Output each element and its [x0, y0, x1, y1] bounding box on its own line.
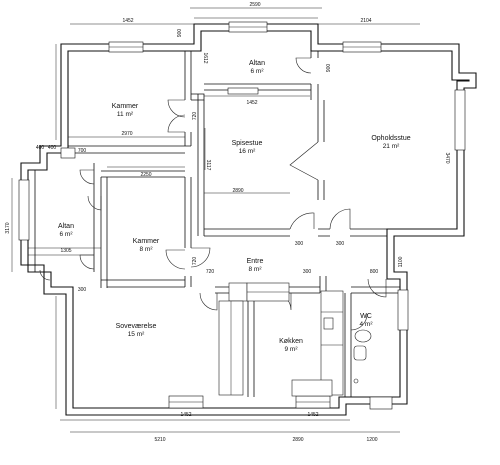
dimension-label: 2890	[292, 437, 303, 443]
dimension-label: 1452	[122, 18, 133, 24]
dimension-label: 2104	[360, 18, 371, 24]
dimension-label: 400	[36, 145, 45, 151]
room-name: Entre	[247, 258, 264, 265]
dimension-lines	[11, 7, 420, 433]
dimension-labels: 1452 2590 2104 1612 900 2970 1452 720 31…	[5, 2, 450, 443]
dimension-label: 720	[206, 269, 215, 275]
dimension-label: 1200	[366, 437, 377, 443]
room-area: 8 m²	[140, 246, 154, 253]
dimension-label: 720	[192, 257, 198, 266]
outer-walls	[20, 17, 477, 421]
room-name: Altan	[58, 223, 74, 230]
dimension-label: 300	[78, 287, 87, 293]
room-area: 8 m²	[249, 266, 263, 273]
dimension-label: 1305	[60, 248, 71, 254]
dimension-label: 2590	[249, 2, 260, 8]
dimension-label: 900	[177, 29, 183, 38]
room-area: 15 m²	[128, 331, 145, 338]
dimension-label: 700	[78, 148, 87, 154]
room-name: Soveværelse	[116, 323, 157, 330]
dimension-label: 800	[370, 269, 379, 275]
room-area: 6 m²	[251, 68, 265, 75]
dimension-label: 1452	[307, 412, 318, 418]
room-area: 21 m²	[383, 143, 400, 150]
dimension-label: 900	[326, 64, 332, 73]
dimension-label: 400	[48, 145, 57, 151]
room-name: Altan	[249, 60, 265, 67]
room-area: 16 m²	[239, 148, 256, 155]
room-area: 9 m²	[285, 346, 299, 353]
room-name: Spisestue	[232, 140, 263, 147]
dimension-label: 300	[295, 241, 304, 247]
room-name: WC	[360, 313, 372, 320]
dimension-label: 1612	[202, 52, 208, 63]
dimension-label: 300	[303, 269, 312, 275]
room-name: Køkken	[279, 338, 303, 345]
room-area: 11 m²	[117, 111, 134, 118]
doors	[39, 57, 387, 331]
interior-walls	[28, 51, 400, 397]
dimension-label: 1100	[398, 256, 404, 267]
dimension-label: 3470	[444, 152, 450, 163]
dimension-label: 2890	[232, 188, 243, 194]
room-name: Kammer	[133, 238, 160, 245]
dimension-label: 720	[192, 112, 198, 121]
dimension-label: 2250	[140, 172, 151, 178]
dimension-label: 3117	[205, 160, 211, 171]
room-labels: Altan 6 m² Kammer 11 m² Spisestue 16 m² …	[58, 60, 411, 353]
windows	[18, 21, 466, 410]
room-name: Kammer	[112, 103, 139, 110]
dimension-label: 1452	[180, 412, 191, 418]
dimension-label: 3170	[5, 222, 11, 233]
dimension-label: 1452	[246, 100, 257, 106]
fixtures	[218, 282, 372, 397]
dimension-label: 300	[336, 241, 345, 247]
room-name: Opholdsstue	[371, 135, 410, 142]
dimension-label: 2970	[121, 131, 132, 137]
dimension-label: 5210	[154, 437, 165, 443]
room-area: 6 m²	[60, 231, 74, 238]
room-area: 4 m²	[360, 321, 374, 328]
